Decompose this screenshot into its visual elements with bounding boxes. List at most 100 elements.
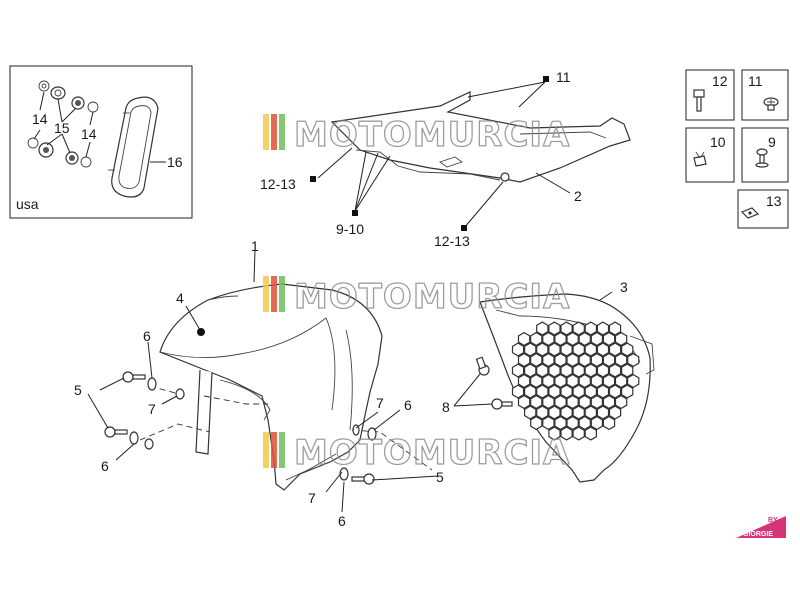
grille-hex-cell	[572, 405, 585, 420]
grille-hex-cell	[536, 384, 549, 399]
grille-hex-cell	[554, 415, 567, 431]
grille-hex-cell	[596, 342, 610, 357]
usa-leaders	[33, 91, 166, 163]
grille-hex-cell	[596, 405, 610, 420]
grille-hex-cell	[554, 373, 567, 389]
grille-hex-cell	[560, 384, 573, 399]
grille-hex-cell	[548, 342, 561, 357]
grille-hex-cell	[530, 331, 543, 347]
legend-box-12: 12	[685, 69, 735, 121]
grille-hex-cell	[542, 331, 555, 347]
grille-hex-cell	[620, 342, 634, 357]
grille-hex-cell	[536, 363, 549, 378]
push-pin-icon	[755, 148, 769, 168]
legend-label-13: 13	[766, 193, 782, 209]
grille-hex-cell	[536, 405, 549, 420]
grille-hex-cell	[608, 384, 622, 399]
fender-leaders	[87, 249, 439, 513]
grille-hex-cell	[614, 394, 628, 410]
grille-hex-cell	[530, 373, 543, 389]
callout-7-bottom: 7	[308, 490, 316, 506]
grille-hardware	[475, 356, 513, 410]
legend-box-10: 10	[685, 127, 735, 183]
grille-hex-cell	[627, 352, 640, 368]
legend-label-12: 12	[712, 73, 728, 89]
grille-hex-cell	[572, 426, 585, 441]
grille-hex-cell	[566, 394, 579, 410]
usa-inset-frame	[9, 65, 193, 219]
grille-hex-cell	[572, 384, 585, 399]
callout-16: 16	[167, 154, 183, 170]
callout-6-bottom: 6	[338, 513, 346, 529]
grille-hex-cell	[620, 384, 634, 399]
reflector-part	[108, 96, 159, 198]
bolt-hex-icon	[693, 89, 705, 112]
grille-hex-cell	[554, 331, 567, 347]
grille-hex-cell	[584, 426, 598, 441]
callout-15: 15	[54, 120, 70, 136]
callout-6-lower-left: 6	[101, 458, 109, 474]
callout-7-left: 7	[148, 401, 156, 417]
grille-hex-cell	[530, 415, 543, 431]
grille-hex-cell	[548, 384, 561, 399]
callout-9-10: 9-10	[336, 221, 364, 237]
grille-hex-cell	[517, 331, 531, 347]
grille-hex-cell	[566, 352, 579, 368]
clip-nut-icon	[740, 207, 760, 219]
headlight-grille-part	[479, 293, 655, 483]
grille-hex-cell	[560, 426, 573, 441]
callout-5-right: 5	[436, 469, 444, 485]
grille-hex-cell	[590, 373, 604, 389]
grille-hex-cell	[608, 321, 622, 336]
screw-cross-icon	[763, 97, 779, 111]
grille-hex-cell	[536, 342, 549, 357]
grille-hex-cell	[548, 321, 561, 336]
callout-2: 2	[574, 188, 582, 204]
grille-hex-cell	[614, 373, 628, 389]
grille-hex-cell	[596, 363, 610, 378]
grille-hex-cell	[608, 405, 622, 420]
callout-8: 8	[442, 399, 450, 415]
grille-hex-cell	[578, 373, 591, 389]
grille-hex-cell	[602, 352, 616, 368]
watermark-bottom: MOTOMURCIA	[263, 432, 570, 474]
grille-hex-cell	[530, 352, 543, 368]
grille-hex-cell	[560, 405, 573, 420]
grille-hex-cell	[517, 373, 531, 389]
grille-hex-cell	[578, 331, 591, 347]
grille-hex-cell	[590, 394, 604, 410]
grille-hex-cell	[590, 415, 604, 431]
grille-hex-cell	[554, 352, 567, 368]
grille-hex-cell	[517, 394, 531, 410]
grille-hex-cell	[584, 342, 598, 357]
grille-hex-cell	[584, 405, 598, 420]
grille-hex-cell	[511, 384, 525, 399]
callout-5-left: 5	[74, 382, 82, 398]
grille-hex-cell	[517, 352, 531, 368]
grille-hex-cell	[596, 321, 610, 336]
grille-hex-cell	[602, 415, 616, 431]
legend-label-11: 11	[748, 73, 763, 89]
grille-hex-cell	[523, 342, 537, 357]
grille-hex-cell	[602, 373, 616, 389]
grille-hex-cell	[560, 342, 573, 357]
grille-hex-cell	[548, 426, 561, 441]
legend-box-11: 11	[741, 69, 789, 121]
grille-hex-cell	[566, 373, 579, 389]
watermark-middle: MOTOMURCIA	[263, 276, 570, 318]
under-tray-leaders	[310, 76, 571, 231]
grille-hex-cell	[523, 384, 537, 399]
watermark-text-bottom: MOTOMURCIA	[294, 433, 570, 473]
grille-hex-cell	[511, 342, 525, 357]
grille-hex-cell	[566, 331, 579, 347]
grille-hex-cell	[590, 352, 604, 368]
grille-hex-cell	[560, 321, 573, 336]
callout-7-right: 7	[376, 395, 384, 411]
watermark-text-middle: MOTOMURCIA	[294, 277, 570, 317]
callout-1: 1	[251, 238, 259, 254]
brand-logo: BY GIORGIE	[736, 516, 786, 538]
grille-hex-cell	[572, 342, 585, 357]
usa-label: usa	[16, 196, 39, 212]
brand-line-1: BY	[768, 517, 778, 524]
